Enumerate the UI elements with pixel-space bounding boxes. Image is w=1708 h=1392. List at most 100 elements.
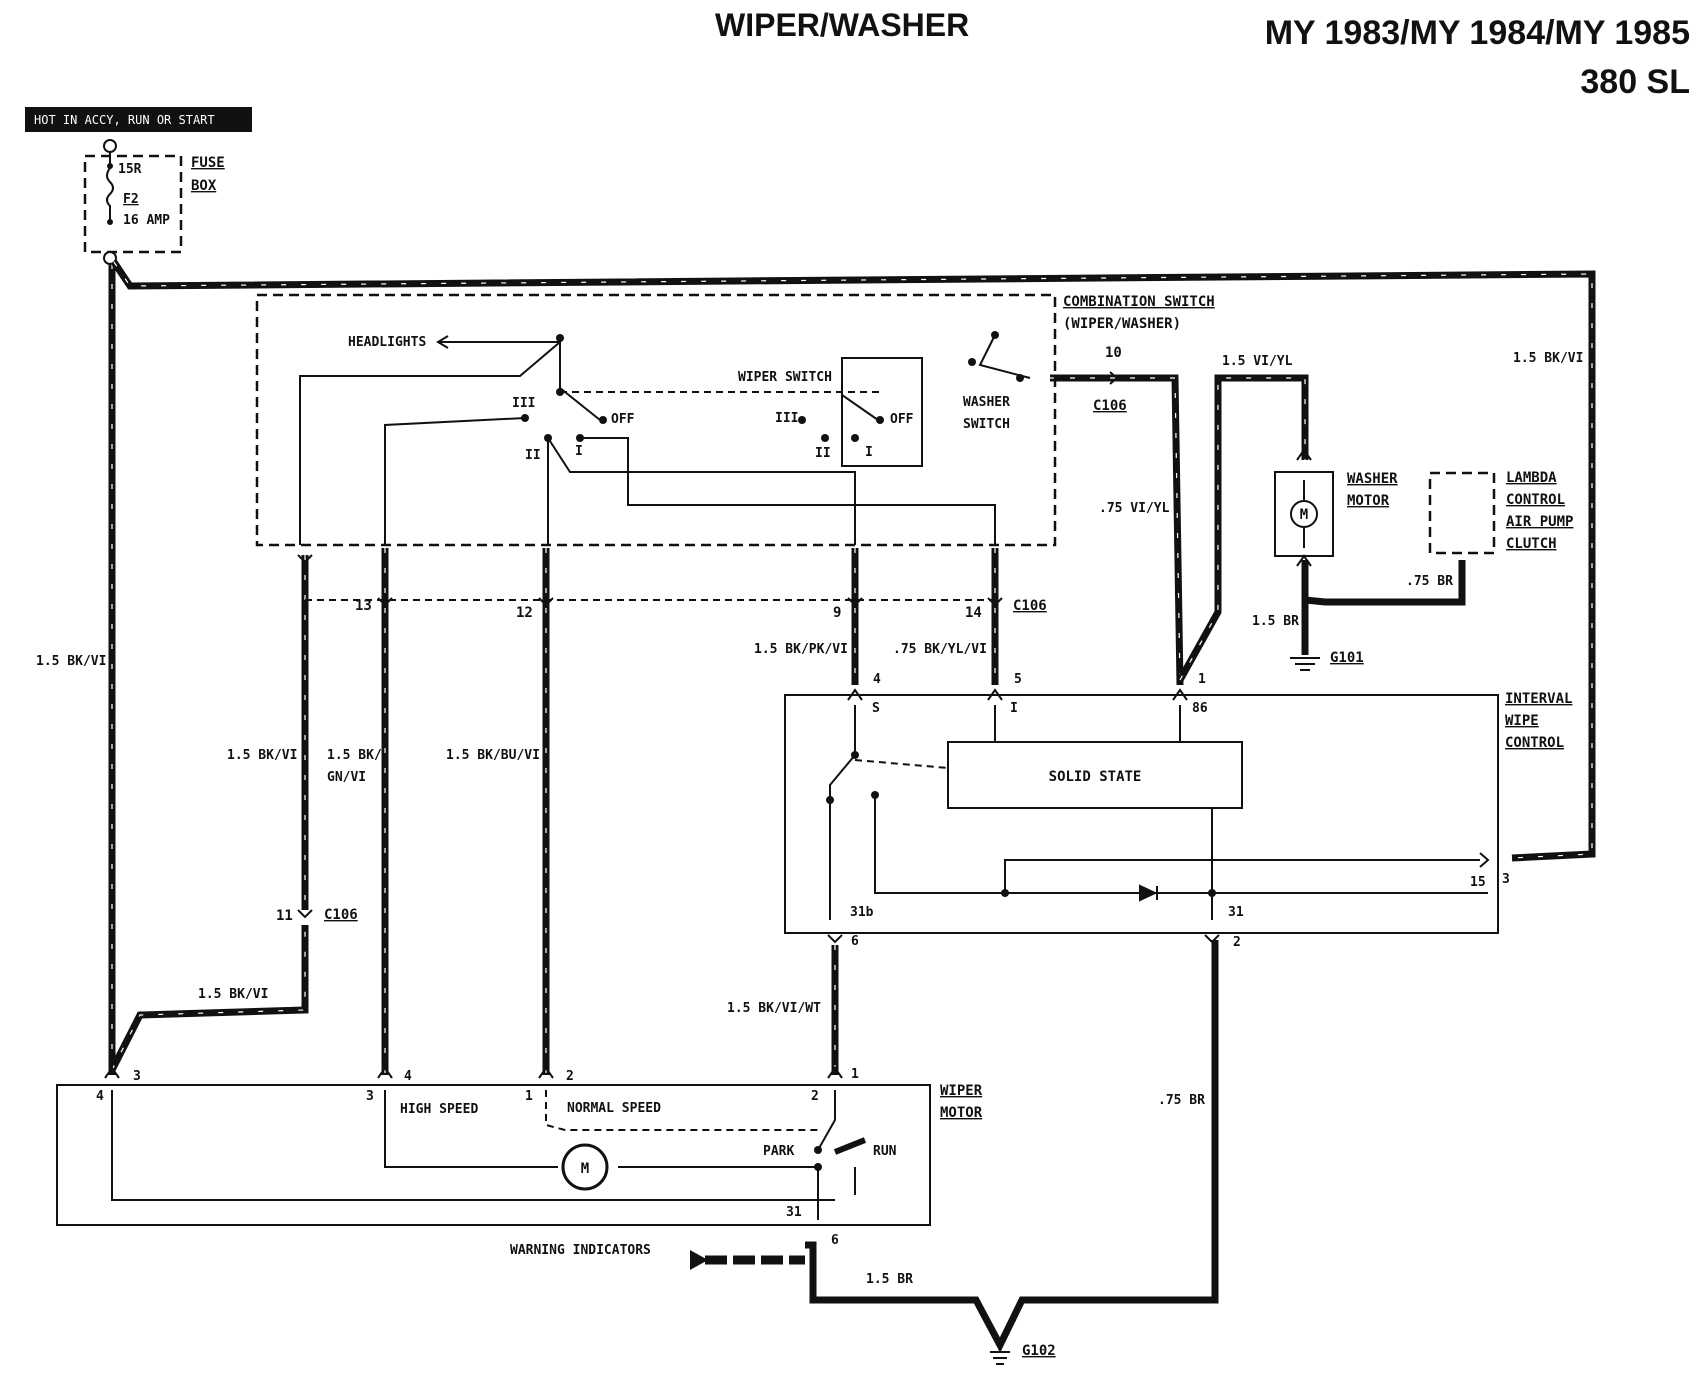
power-banner-text: HOT IN ACCY, RUN OR START	[34, 113, 215, 127]
wire-label-1-5-br-g101: 1.5 BR	[1252, 614, 1299, 629]
connector-chevron-icon	[1296, 448, 1312, 461]
switch-wire-i-to-14	[580, 437, 996, 545]
connector-chevron-icon	[987, 688, 1003, 701]
combination-switch-label-2: (WIPER/WASHER)	[1063, 316, 1181, 332]
switch-iii-label-2: III	[775, 411, 798, 426]
switch-off-label-2: OFF	[890, 412, 914, 427]
fuse-box-label-1: FUSE	[191, 155, 225, 171]
wire-label-1-5-bk-vi-left: 1.5 BK/VI	[36, 654, 106, 669]
fuse-tag-2: F2	[123, 192, 139, 207]
switch-iii-label-1: III	[512, 396, 535, 411]
wiper-switch-lever-1	[559, 338, 601, 421]
wiper-contact-iii	[798, 416, 806, 424]
wiper-motor-wire-high	[384, 1090, 558, 1168]
wire-label-1-5-bk-pk-vi: 1.5 BK/PK/VI	[754, 642, 848, 657]
fuse-element-icon	[106, 152, 114, 220]
wiper-pin-4-inner: 4	[96, 1089, 104, 1104]
interval-relay-dot	[826, 796, 834, 804]
arrow-left-icon	[436, 335, 449, 349]
interval-pin-6: 6	[851, 934, 859, 949]
connector-chevron-icon	[847, 688, 863, 701]
interval-pin-4: 4	[873, 672, 881, 687]
connector-chevron-icon	[1479, 852, 1490, 868]
power-banner	[25, 107, 252, 132]
lambda-label-3: AIR PUMP	[1506, 514, 1573, 530]
wire-75-vi-yl	[1050, 374, 1184, 686]
warning-indicators-label: WARNING INDICATORS	[510, 1243, 651, 1258]
park-label: PARK	[763, 1144, 794, 1159]
fuse-box-label-2: BOX	[191, 178, 217, 194]
solid-state-label: SOLID STATE	[1049, 769, 1142, 785]
lambda-label-4: CLUTCH	[1506, 536, 1557, 552]
pin-14-label: 14	[965, 605, 982, 621]
interval-pin-2: 2	[1233, 935, 1241, 950]
ground-g101-label: G101	[1330, 650, 1364, 666]
switch-i-label-2: I	[865, 445, 873, 460]
diagram-title: WIPER/WASHER	[715, 7, 969, 43]
connector-chevron-icon	[297, 909, 313, 919]
interval-label-1: INTERVAL	[1505, 691, 1572, 707]
ground-symbol	[1290, 657, 1320, 671]
interval-pin-15: 15	[1470, 875, 1486, 890]
interval-pin-1: 1	[1198, 672, 1206, 687]
fuse-input-terminal	[103, 139, 117, 153]
fuse-tag-1: 15R	[118, 162, 142, 177]
wiper-motor-wire-normal	[545, 1090, 818, 1131]
fuse-amp: 16 AMP	[123, 213, 170, 228]
wire-stripe	[1050, 377, 1181, 686]
pin-12-label: 12	[516, 605, 533, 621]
wiper-switch-label: WIPER SWITCH	[738, 370, 832, 385]
interval-wire-diode	[1004, 859, 1480, 893]
wiper-motor-icon	[561, 1143, 609, 1191]
interval-pin-s: S	[872, 701, 880, 716]
connector-chevron-icon	[297, 554, 313, 564]
wiper-motor-symbol: M	[581, 1161, 589, 1177]
washer-switch-pivot	[991, 331, 999, 339]
switch-wire-ii-to-9	[547, 437, 856, 545]
wire-75-br-lambda	[1301, 560, 1466, 606]
wire-label-1-5-bk-vi-right: 1.5 BK/VI	[1513, 351, 1583, 366]
wiper-pin-1-inner: 1	[525, 1089, 533, 1104]
wire-label-1-5-bk-bu-vi: 1.5 BK/BU/VI	[446, 748, 540, 763]
pin-13-label: 13	[355, 598, 372, 614]
interval-wire-15	[874, 795, 1488, 894]
interval-wipe-control-box	[784, 694, 1499, 934]
lambda-control-box	[1428, 471, 1496, 555]
wiper-contact-i	[851, 434, 859, 442]
connector-chevron-icon	[987, 597, 1003, 607]
c106-label-11: C106	[324, 907, 358, 923]
ground-symbol	[990, 1351, 1010, 1365]
wire-label-1-5-bk-vi-bottom: 1.5 BK/VI	[198, 987, 268, 1002]
interval-junction-dot	[1001, 889, 1009, 897]
interval-pin-3: 3	[1502, 872, 1510, 887]
wiper-switch-box	[841, 357, 923, 467]
wire-label-75-br-g102: .75 BR	[1158, 1093, 1205, 1108]
wire-label-75-br-lambda: .75 BR	[1406, 574, 1453, 589]
connector-chevron-icon	[538, 597, 554, 607]
pin-11-label: 11	[276, 908, 293, 924]
ground-icon	[1290, 657, 1320, 671]
wiper-motor-dot	[814, 1146, 822, 1154]
high-speed-label: HIGH SPEED	[400, 1102, 478, 1117]
lambda-label-2: CONTROL	[1506, 492, 1565, 508]
c106-label-14: C106	[1013, 598, 1047, 614]
wire-1-5-vi-yl	[1176, 374, 1309, 682]
washer-switch-lever	[978, 334, 1031, 379]
wire-label-1-5-bk-gn-vi-1: 1.5 BK/	[327, 748, 382, 763]
connector-chevron-icon	[1109, 371, 1119, 385]
wire-label-1-5-bk-vi-mid: 1.5 BK/VI	[227, 748, 297, 763]
interval-junction-dot	[1208, 889, 1216, 897]
washer-switch-label-2: SWITCH	[963, 417, 1010, 432]
pin-9-label: 9	[833, 605, 841, 621]
connector-chevron-icon	[538, 1066, 554, 1079]
interval-pin-31: 31	[1228, 905, 1244, 920]
wiper-pin-1-outer: 1	[851, 1067, 859, 1082]
connector-chevron-icon	[1172, 688, 1188, 701]
wiper-contact-ii	[821, 434, 829, 442]
interval-pin-86: 86	[1192, 701, 1208, 716]
wire-1-5-bk-vi-top	[111, 260, 1596, 862]
wire-label-1-5-bk-gn-vi-2: GN/VI	[327, 770, 366, 785]
wiper-switch-lever-2	[841, 385, 879, 421]
combination-switch-box	[255, 293, 1057, 547]
